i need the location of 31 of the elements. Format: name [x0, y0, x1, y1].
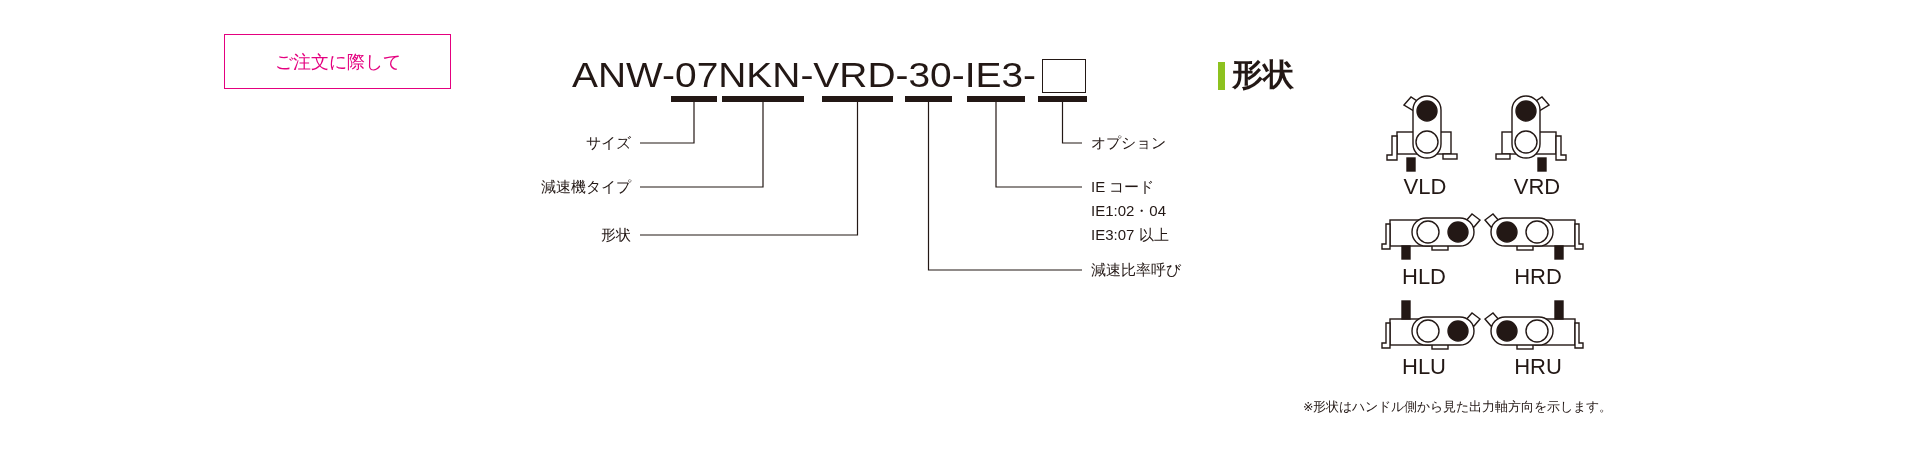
model-code: ANW-07NKN-VRD-30-IE3-: [572, 57, 1036, 92]
underline-bar: [905, 96, 952, 102]
shape-code-label: VRD: [1513, 175, 1561, 199]
code-part-label: オプション: [1091, 131, 1166, 155]
leader-line: [639, 101, 764, 188]
leader-line: [1061, 101, 1083, 144]
shape-code-label: HRU: [1514, 355, 1562, 379]
leader-line: [639, 101, 859, 236]
underline-bar: [722, 96, 804, 102]
order-notes-button: ご注文に際して: [224, 34, 451, 89]
leader-line: [995, 101, 1083, 188]
underline-bar: [822, 96, 893, 102]
code-part-label: IE コード: [1091, 177, 1155, 197]
code-part-label: 形状: [601, 223, 631, 247]
leader-line: [639, 101, 695, 144]
leader-line: [927, 101, 1083, 271]
code-part-label: サイズ: [586, 131, 631, 155]
underline-bar: [671, 96, 717, 102]
footnote: ※形状はハンドル側から見た出力軸方向を示します。: [1303, 399, 1613, 415]
code-part-label: 減速機タイプ: [541, 175, 631, 199]
code-value-text: IE3:07 以上: [1091, 225, 1169, 245]
option-blank-box: [1042, 59, 1086, 93]
code-part-label: 減速比率呼び: [1091, 258, 1181, 282]
shape-code-label: HRD: [1514, 265, 1562, 289]
underline-bar: [967, 96, 1025, 102]
shape-code-label: HLU: [1402, 355, 1446, 379]
shape-code-label: HLD: [1402, 265, 1446, 289]
code-value-text: IE1:02・04: [1091, 201, 1167, 221]
underline-bar: [1038, 96, 1087, 102]
shape-code-label: VLD: [1403, 175, 1447, 199]
section-heading: 形状: [1232, 56, 1294, 94]
